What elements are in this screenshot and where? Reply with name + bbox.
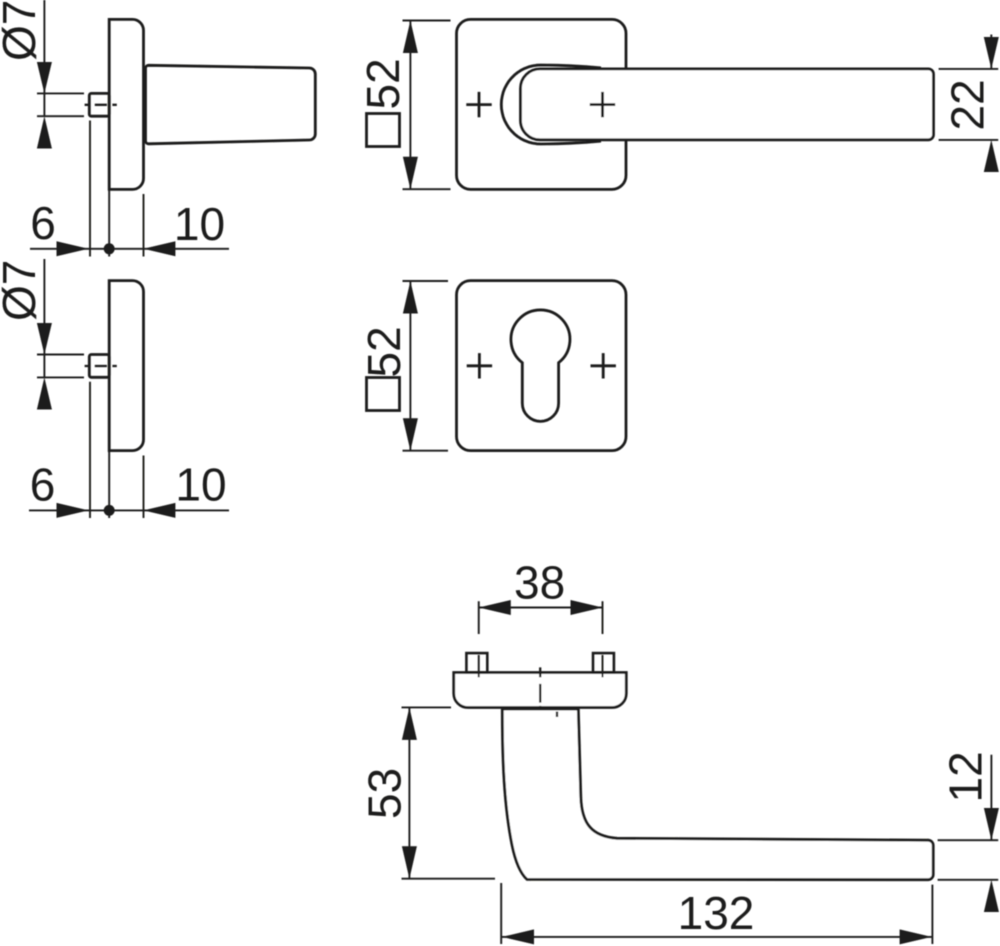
svg-text:52: 52 xyxy=(358,326,410,377)
svg-text:Ø7: Ø7 xyxy=(0,260,45,321)
svg-text:Ø7: Ø7 xyxy=(0,0,45,61)
svg-text:6: 6 xyxy=(30,197,56,249)
svg-text:12: 12 xyxy=(940,751,992,802)
svg-text:132: 132 xyxy=(678,887,755,939)
svg-text:38: 38 xyxy=(514,557,565,609)
svg-text:10: 10 xyxy=(174,198,225,250)
svg-text:53: 53 xyxy=(359,768,411,819)
svg-text:52: 52 xyxy=(357,58,409,109)
svg-text:6: 6 xyxy=(30,459,56,511)
svg-text:10: 10 xyxy=(175,459,226,511)
svg-text:22: 22 xyxy=(942,79,994,130)
